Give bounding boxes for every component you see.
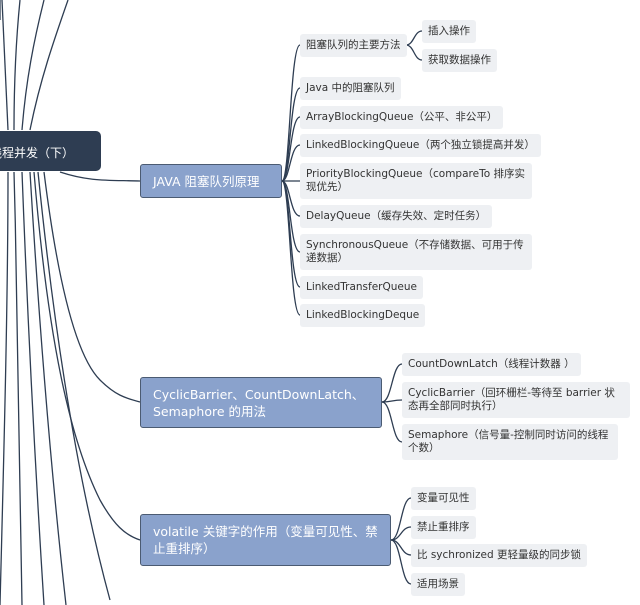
leaf-label: 禁止重排序: [417, 521, 470, 533]
leaf-node: LinkedBlockingQueue（两个独立锁提高并发）: [300, 134, 541, 157]
leaf-label: LinkedBlockingDeque: [306, 309, 420, 321]
leaf-label: DelayQueue（缓存失效、定时任务）: [306, 210, 487, 222]
leaf-node: 变量可见性: [411, 487, 476, 510]
leaf-label: PriorityBlockingQueue（compareTo 排序实现优先）: [306, 168, 525, 193]
leaf-node: CyclicBarrier（回环栅栏-等待至 barrier 状态再全部同时执行…: [402, 382, 630, 418]
branch-label: CyclicBarrier、CountDownLatch、Semaphore 的…: [153, 387, 365, 419]
leaf-node: 阻塞队列的主要方法: [300, 34, 407, 57]
leaf-node: 禁止重排序: [411, 516, 476, 539]
leaf-label: SynchronousQueue（不存储数据、可用于传递数据）: [306, 239, 524, 264]
branch-concurrency-utils: CyclicBarrier、CountDownLatch、Semaphore 的…: [140, 377, 382, 428]
branch-label: JAVA 阻塞队列原理: [153, 174, 260, 189]
leaf-node: Java 中的阻塞队列: [300, 77, 401, 100]
leaf-node: ArrayBlockingQueue（公平、非公平）: [300, 106, 504, 129]
leaf-node: CountDownLatch（线程计数器 ）: [402, 353, 581, 376]
leaf-label: 比 sychronized 更轻量级的同步锁: [417, 549, 582, 561]
leaf-label: Semaphore（信号量-控制同时访问的线程个数）: [408, 429, 609, 454]
leaf-label: Java 中的阻塞队列: [306, 82, 395, 94]
branch-blocking-queue: JAVA 阻塞队列原理: [140, 164, 282, 198]
leaf-label: LinkedTransferQueue: [306, 281, 417, 293]
leaf-node: LinkedTransferQueue: [300, 276, 423, 299]
branch-volatile: volatile 关键字的作用（变量可见性、禁止重排序）: [140, 514, 391, 566]
leaf-node: PriorityBlockingQueue（compareTo 排序实现优先）: [300, 163, 532, 199]
leaf-label: LinkedBlockingQueue（两个独立锁提高并发）: [306, 139, 535, 151]
leaf-label: CountDownLatch（线程计数器 ）: [408, 358, 575, 370]
leaf-node: DelayQueue（缓存失效、定时任务）: [300, 205, 493, 228]
leaf-label: 变量可见性: [417, 492, 470, 504]
leaf-label: 适用场景: [417, 578, 459, 590]
leaf-label: CyclicBarrier（回环栅栏-等待至 barrier 状态再全部同时执行…: [408, 387, 615, 412]
root-label: 线程并发（下）: [0, 146, 75, 160]
leaf-node: 获取数据操作: [422, 49, 497, 72]
leaf-node: 比 sychronized 更轻量级的同步锁: [411, 544, 588, 567]
leaf-node: Semaphore（信号量-控制同时访问的线程个数）: [402, 424, 618, 460]
leaf-node: LinkedBlockingDeque: [300, 304, 426, 327]
leaf-label: 获取数据操作: [428, 54, 491, 66]
leaf-label: 插入操作: [428, 25, 470, 37]
leaf-label: ArrayBlockingQueue（公平、非公平）: [306, 111, 498, 123]
root-node: 线程并发（下）: [0, 131, 101, 171]
leaf-label: 阻塞队列的主要方法: [306, 39, 401, 51]
leaf-node: 适用场景: [411, 573, 465, 596]
leaf-node: 插入操作: [422, 20, 476, 43]
leaf-node: SynchronousQueue（不存储数据、可用于传递数据）: [300, 234, 532, 270]
branch-label: volatile 关键字的作用（变量可见性、禁止重排序）: [153, 524, 378, 556]
